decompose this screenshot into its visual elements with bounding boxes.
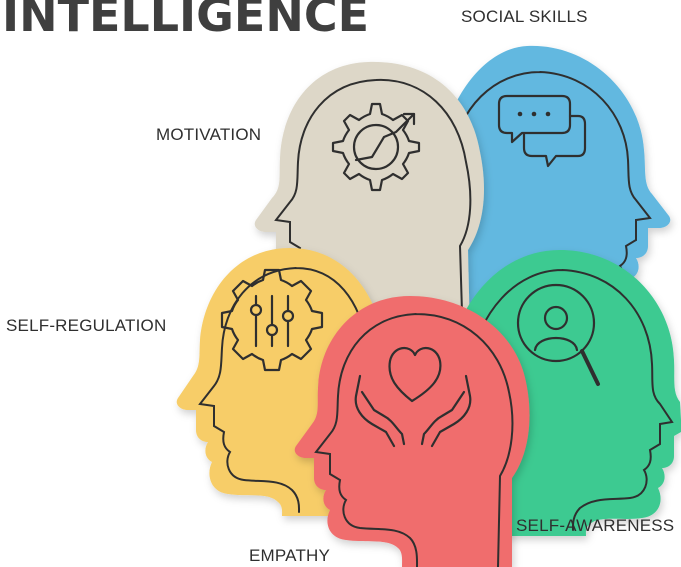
- label-empathy: EMPATHY: [249, 546, 331, 565]
- label-self-regulation: SELF-REGULATION: [6, 316, 167, 335]
- gear-arrow-icon: [331, 102, 421, 192]
- magnifier-person-icon: [516, 283, 600, 386]
- speech-bubbles-icon: [497, 94, 587, 168]
- gear-sliders-icon: [220, 268, 324, 372]
- page-title: INTELLIGENCE: [2, 0, 370, 42]
- empathy-head: [294, 296, 530, 567]
- label-social-skills: SOCIAL SKILLS: [461, 7, 588, 26]
- label-self-awareness: SELF-AWARENESS: [516, 516, 675, 535]
- label-motivation: MOTIVATION: [156, 125, 262, 144]
- heart-hands-icon: [354, 347, 472, 448]
